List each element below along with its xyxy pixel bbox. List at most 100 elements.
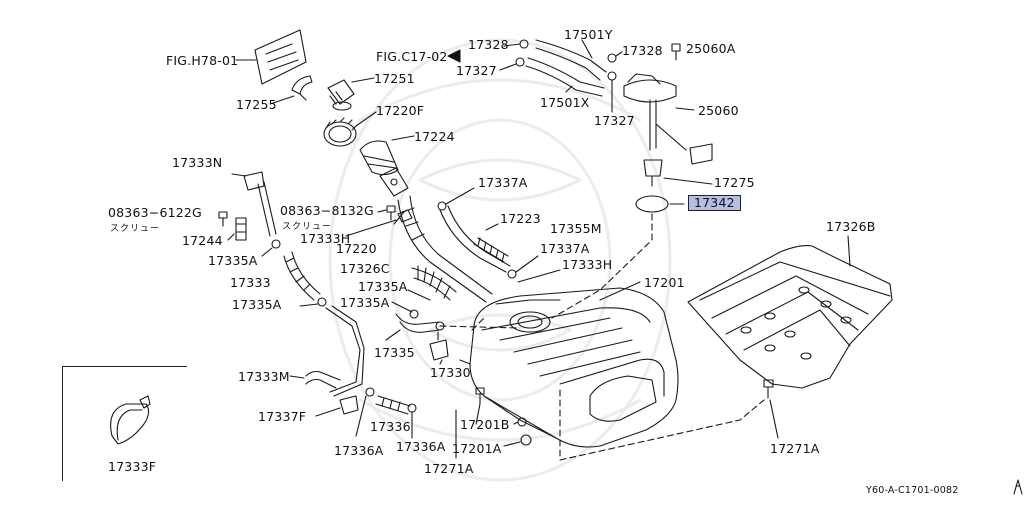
pipe-17333n — [243, 171, 277, 237]
label-17224[interactable]: 17224 — [414, 129, 455, 144]
watermark-graphic — [328, 38, 672, 482]
hose-17326c — [411, 265, 457, 301]
label-17326b[interactable]: 17326B — [826, 219, 876, 234]
nut-icon — [520, 434, 532, 446]
breather-hose — [439, 205, 511, 273]
label-17335a-middle-upper[interactable]: 17335A — [358, 279, 408, 294]
clamp-icon — [507, 269, 517, 279]
label-17333n[interactable]: 17333N — [172, 155, 223, 170]
label-17201a[interactable]: 17201A — [452, 441, 502, 456]
leader-line — [513, 421, 519, 425]
clip-17337f — [339, 395, 359, 415]
label-08363-8132g[interactable]: 08363−8132G — [280, 203, 374, 218]
label-17326c[interactable]: 17326C — [340, 261, 390, 276]
label-17220[interactable]: 17220 — [336, 241, 377, 256]
label-17330[interactable]: 17330 — [430, 365, 471, 380]
leader-line — [407, 289, 431, 301]
label-17336a-left[interactable]: 17336A — [334, 443, 384, 458]
label-17271a-lower[interactable]: 17271A — [424, 461, 474, 476]
clamp-icon — [437, 201, 447, 211]
leader-line — [391, 135, 415, 141]
clip-17255 — [291, 75, 313, 101]
clamp-icon — [607, 53, 617, 63]
label-17328-left[interactable]: 17328 — [468, 37, 509, 52]
label-17275[interactable]: 17275 — [714, 175, 755, 190]
label-17333h-lower[interactable]: 17333H — [562, 257, 613, 272]
label-17220f[interactable]: 17220F — [376, 103, 425, 118]
label-25060a[interactable]: 25060A — [686, 41, 736, 56]
fuel-cap-17251 — [327, 79, 355, 111]
label-17251[interactable]: 17251 — [374, 71, 415, 86]
label-17335a-upper-left[interactable]: 17335A — [208, 253, 258, 268]
label-17335a-lower-left[interactable]: 17335A — [232, 297, 282, 312]
clamp-icon — [317, 297, 327, 307]
leader-line — [675, 107, 695, 111]
label-17244[interactable]: 17244 — [182, 233, 223, 248]
bolt-icon — [218, 211, 228, 227]
bracket-plate-part — [254, 29, 307, 85]
filter-17244 — [235, 217, 247, 241]
label-17333h-upper[interactable]: 17333H — [300, 231, 351, 246]
leader-line — [355, 395, 367, 437]
hose-17501y — [535, 39, 607, 81]
label-17271a-right[interactable]: 17271A — [770, 441, 820, 456]
leader-line — [499, 63, 517, 71]
clamp-icon — [607, 71, 617, 81]
leader-line — [345, 219, 397, 237]
label-screw-left: スクリュー — [110, 224, 161, 234]
filler-pipe-17220 — [397, 195, 493, 303]
label-fig-c17[interactable]: FIG.C17-02 — [376, 49, 448, 64]
label-17336[interactable]: 17336 — [370, 419, 411, 434]
label-17337a-upper[interactable]: 17337A — [478, 175, 528, 190]
filler-neck-17224 — [359, 140, 409, 197]
leader-line — [355, 111, 377, 127]
label-17201b[interactable]: 17201B — [460, 417, 510, 432]
leader-line — [847, 235, 851, 267]
label-17337f[interactable]: 17337F — [258, 409, 307, 424]
clamp-icon — [407, 403, 417, 413]
under-guard-17326b — [687, 245, 893, 389]
leader-line — [377, 209, 387, 213]
arrow-icon — [447, 49, 461, 63]
label-17327-left[interactable]: 17327 — [456, 63, 497, 78]
hose-17333 — [283, 251, 321, 301]
label-17255[interactable]: 17255 — [236, 97, 277, 112]
label-17335[interactable]: 17335 — [374, 345, 415, 360]
label-17327-right[interactable]: 17327 — [594, 113, 635, 128]
label-17333f[interactable]: 17333F — [108, 459, 157, 474]
label-fig-h78[interactable]: FIG.H78-01 — [166, 53, 239, 68]
clamp-icon — [409, 309, 419, 319]
leader-line — [615, 51, 623, 57]
leader-line — [351, 77, 375, 83]
label-08363-6122g[interactable]: 08363−6122G — [108, 205, 202, 220]
label-17328-right[interactable]: 17328 — [622, 43, 663, 58]
leader-line — [475, 403, 481, 425]
leader-line — [269, 95, 295, 105]
leader-line — [663, 177, 713, 185]
label-17336a-right[interactable]: 17336A — [396, 439, 446, 454]
leader-line — [289, 375, 305, 379]
leader-line — [445, 187, 475, 205]
inset-box — [62, 366, 187, 481]
label-17342-highlighted[interactable]: 17342 — [688, 195, 741, 211]
hose-17355m — [473, 237, 509, 263]
label-17337a-lower[interactable]: 17337A — [540, 241, 590, 256]
label-17335a-middle-lower[interactable]: 17335A — [340, 295, 390, 310]
label-25060[interactable]: 25060 — [698, 103, 739, 118]
label-17333[interactable]: 17333 — [230, 275, 271, 290]
leader-line — [581, 39, 593, 59]
label-17223[interactable]: 17223 — [500, 211, 541, 226]
gasket-17342 — [635, 195, 669, 213]
joint-17333h — [397, 209, 413, 223]
leader-line — [393, 211, 405, 225]
leader-line — [599, 281, 641, 301]
label-17501y[interactable]: 17501Y — [564, 27, 613, 42]
label-17333m[interactable]: 17333M — [238, 369, 290, 384]
hose-17501x — [525, 57, 605, 97]
band-clip-17333f — [110, 395, 151, 445]
leader-line — [261, 247, 273, 257]
bolt-icon — [386, 205, 396, 221]
label-17355m[interactable]: 17355M — [550, 221, 602, 236]
label-17501x[interactable]: 17501X — [540, 95, 590, 110]
label-17201[interactable]: 17201 — [644, 275, 685, 290]
